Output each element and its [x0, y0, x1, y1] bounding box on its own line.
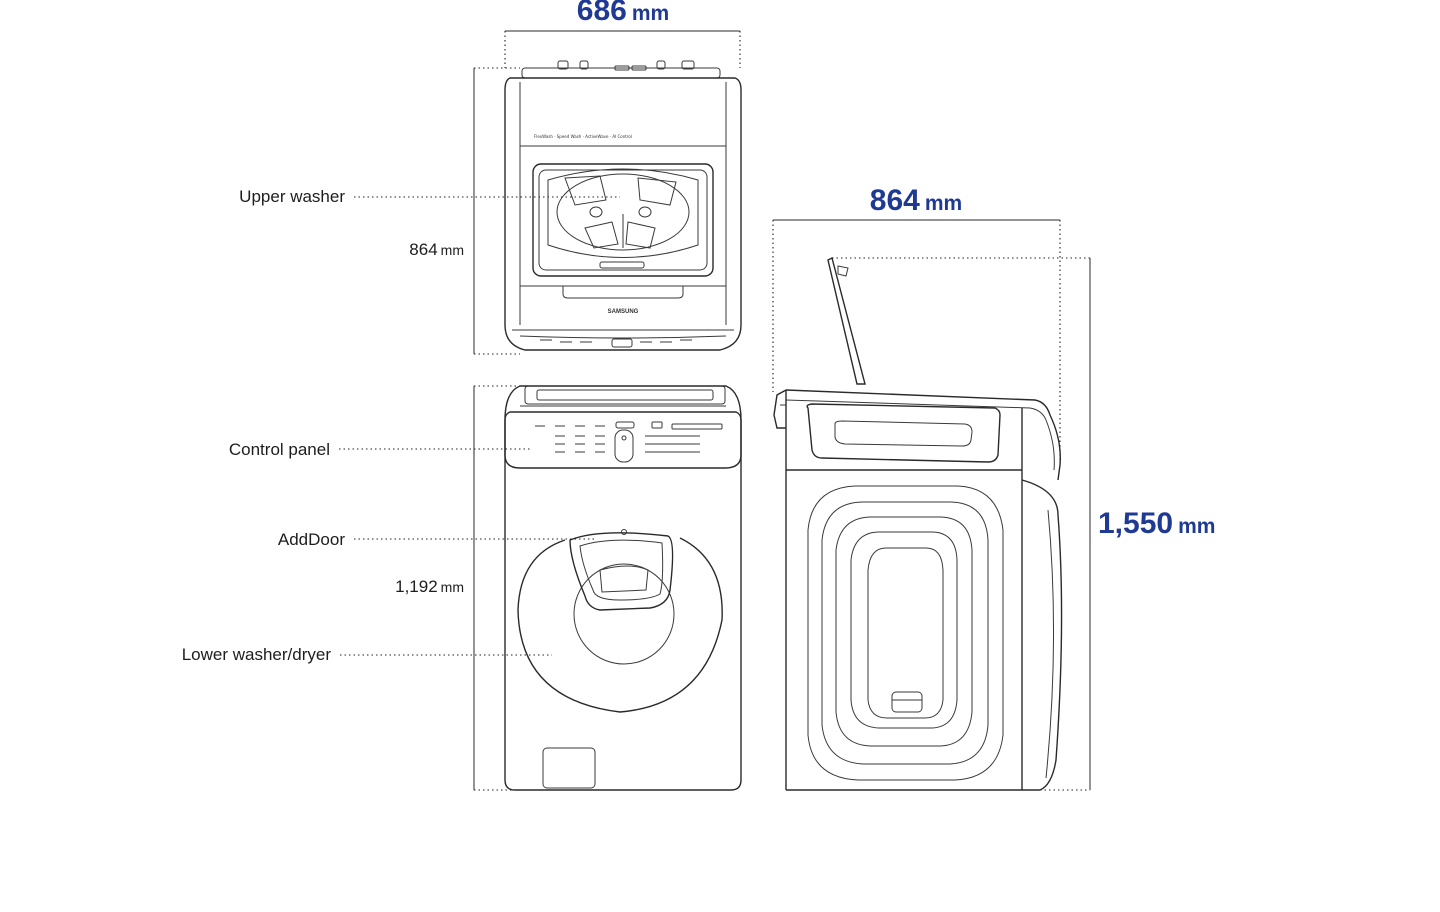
upper-washer-unit: FlexWash · Speed Wash · ActiveWave · AI … — [504, 60, 742, 351]
height-unit: mm — [1178, 515, 1215, 538]
upper-height-unit: mm — [441, 242, 464, 258]
control-panel-marks — [535, 421, 723, 453]
lower-height-unit: mm — [441, 579, 464, 595]
callouts: Upper washer Control panel AddDoor Lower… — [182, 187, 620, 664]
callout-lower-washer-dryer: Lower washer/dryer — [182, 645, 332, 664]
lower-washer-unit — [504, 385, 742, 791]
upper-height-value: 864 — [409, 240, 437, 259]
callout-control-panel: Control panel — [229, 440, 330, 459]
depth-value: 864 — [870, 184, 920, 217]
lower-height-value: 1,192 — [395, 577, 438, 596]
brand-logo: SAMSUNG — [608, 309, 639, 315]
callout-upper-washer: Upper washer — [239, 187, 345, 206]
svg-text:FlexWash · Speed Wash · Ac: FlexWash · Speed Wash · ActiveWave · AI … — [534, 134, 632, 139]
width-value: 686 — [577, 0, 627, 27]
upper-control-marks — [540, 339, 692, 343]
depth-unit: mm — [925, 192, 962, 215]
side-view-unit — [773, 256, 1063, 791]
width-unit: mm — [632, 2, 669, 25]
callout-add-door: AddDoor — [278, 530, 345, 549]
height-value: 1,550 — [1098, 507, 1173, 540]
